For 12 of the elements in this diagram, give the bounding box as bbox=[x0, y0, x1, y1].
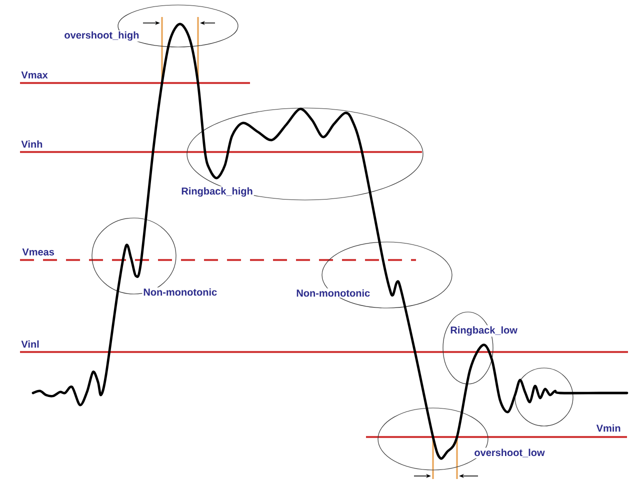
level-label: Vmax bbox=[20, 70, 49, 80]
highlight-circle bbox=[514, 368, 574, 426]
feature-label: Non-monotonic bbox=[295, 288, 372, 298]
feature-label: Ringback_high bbox=[180, 186, 254, 198]
level-label: Vmin bbox=[595, 423, 622, 433]
level-label: Vmeas bbox=[21, 248, 56, 256]
feature-label: overshoot_low bbox=[473, 448, 546, 458]
feature-label: Non-monotonic bbox=[142, 287, 218, 297]
level-label: Vinl bbox=[20, 339, 40, 349]
feature-label: overshoot_high bbox=[63, 30, 140, 42]
level-label: Vinh bbox=[20, 139, 44, 149]
feature-label: Ringback_low bbox=[449, 325, 518, 337]
